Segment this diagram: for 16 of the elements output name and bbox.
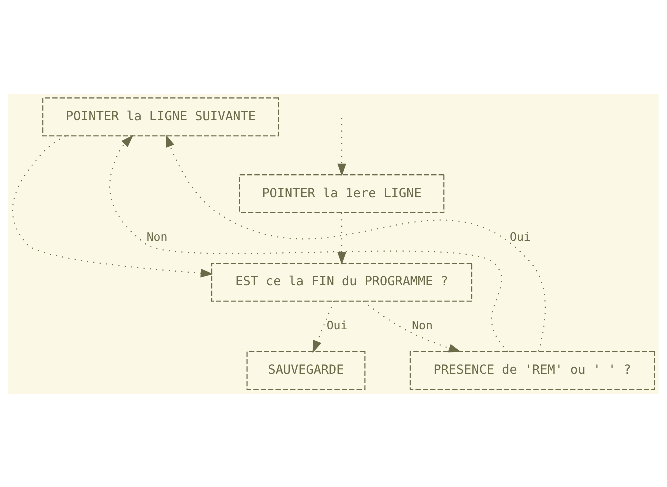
node-box: SAUVEGARDE [246, 350, 366, 390]
arrow [12, 135, 214, 278]
arrow [312, 300, 335, 353]
arrow [338, 212, 346, 264]
arrow [338, 118, 346, 176]
node-box: PRESENCE de 'REM' ou ' ' ? [410, 350, 656, 390]
arrow [166, 134, 546, 352]
node-box: POINTER la 1ere LIGNE [239, 174, 445, 213]
node-box: POINTER la LIGNE SUIVANTE [42, 97, 280, 136]
arrow [363, 300, 462, 352]
edge-label: Non [146, 230, 168, 244]
edge-label: Oui [510, 230, 531, 244]
edge-label: Non [412, 318, 433, 332]
edge-label: Oui [326, 318, 348, 332]
arrow [110, 134, 509, 352]
node-box: EST ce la FIN du PROGRAMME ? [212, 262, 473, 302]
